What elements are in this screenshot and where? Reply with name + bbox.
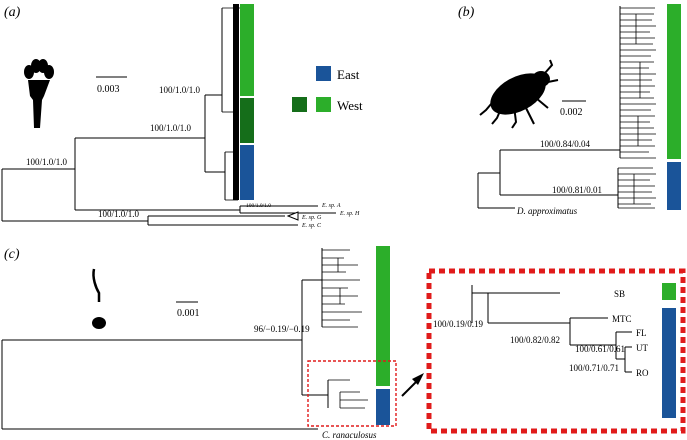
panel-c-tree <box>1 248 329 430</box>
panel-b: (b) 0.002 <box>458 4 681 216</box>
panel-a-label: (a) <box>4 5 21 20</box>
inset-support-2: 100/0.82/0.82 <box>510 335 560 345</box>
inset-frame <box>426 268 686 434</box>
panel-a-support-1: 100/1.0/1.0 <box>159 85 201 95</box>
inset-support-3: 100/0.61/0.61 <box>575 344 625 354</box>
inset-support-1: 100/0.19/0.19 <box>433 319 484 329</box>
panel-b-tree <box>477 6 621 209</box>
panel-c-dense-tips <box>322 249 368 409</box>
tip-e-sp-h: E. sp. H <box>339 211 360 217</box>
tip-e-sp-c: E. sp. C <box>301 223 322 229</box>
inset-west-bar <box>662 283 676 300</box>
panel-b-scale-label: 0.002 <box>560 107 583 118</box>
panel-b-dense-tips <box>618 7 656 209</box>
legend-west-label: West <box>337 98 363 113</box>
inset-tip-ro: RO <box>636 368 649 378</box>
panel-c-east-bar <box>376 389 390 425</box>
inset-tip-ut: UT <box>636 343 648 353</box>
panel-b-support-2: 100/0.81/0.01 <box>552 185 602 195</box>
panel-a-west-light-bar <box>240 4 254 96</box>
panel-b-east-bar <box>667 162 681 210</box>
legend-east-label: East <box>337 67 360 82</box>
panel-a-support-4: 100/1.0/1.0 <box>246 203 271 209</box>
panel-a-tree <box>1 8 336 226</box>
panel-c-support-1: 96/−0.19/−0.19 <box>254 324 310 334</box>
panel-b-support-1: 100/0.84/0.04 <box>540 139 591 149</box>
zoom-arrow-icon <box>401 373 424 397</box>
panel-c-label: (c) <box>4 247 20 262</box>
legend-west-light-swatch <box>316 97 331 112</box>
panel-c-scale-label: 0.001 <box>177 308 200 319</box>
panel-a-east-bar <box>240 145 254 200</box>
panel-a-collapsed-clade <box>286 211 299 221</box>
inset-tip-fl: FL <box>636 328 647 338</box>
legend-east-swatch <box>316 66 331 81</box>
tip-e-sp-g: E. sp. G <box>301 215 322 221</box>
panel-c: (c) 0.001 <box>1 246 686 440</box>
panel-a-support-5: 100/1.0/1.0 <box>98 209 140 219</box>
seed-silhouette-icon <box>92 268 106 329</box>
panel-a-support-3: 100/1.0/1.0 <box>26 157 68 167</box>
panel-c-outgroup: C. ranaculosus <box>322 430 377 440</box>
inset-east-bar <box>662 308 676 418</box>
panel-a-west-dark-bar <box>240 98 254 143</box>
inset-tree <box>471 285 632 373</box>
inset-support-4: 100/0.71/0.71 <box>569 363 619 373</box>
tip-e-sp-a: E. sp. A <box>321 203 341 209</box>
legend-west-dark-swatch <box>292 97 307 112</box>
beetle-silhouette-icon <box>479 59 559 129</box>
panel-b-label: (b) <box>458 5 475 20</box>
inset-tip-mtc: MTC <box>612 314 632 324</box>
panel-b-west-bar <box>667 4 681 159</box>
panel-b-outgroup: D. approximatus <box>516 206 578 216</box>
panel-c-highlight-box <box>307 360 397 427</box>
panel-a-support-2: 100/1.0/1.0 <box>150 123 192 133</box>
panel-c-west-bar <box>376 246 390 386</box>
panel-a: (a) 0.003 <box>1 4 363 229</box>
flower-silhouette-icon <box>24 59 54 128</box>
panel-a-scale-label: 0.003 <box>97 84 120 95</box>
inset-tip-sb: SB <box>614 289 625 299</box>
panel-a-tip-block <box>233 4 239 200</box>
